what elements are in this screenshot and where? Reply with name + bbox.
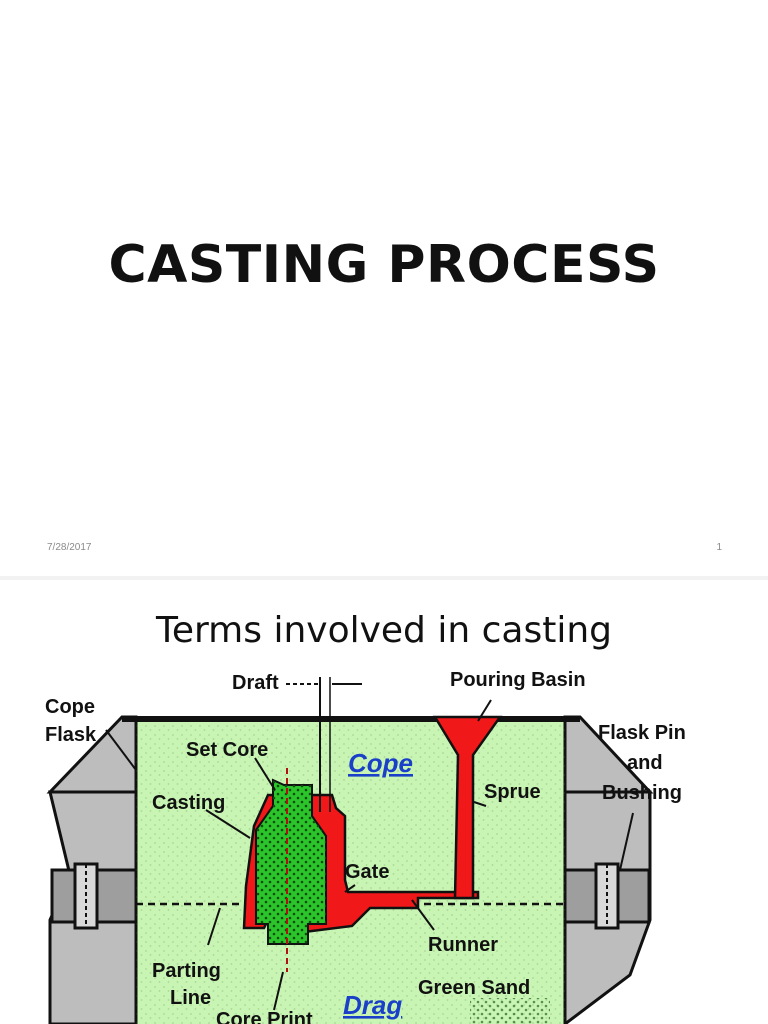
slide-page-number: 1 <box>716 542 722 553</box>
label-cope-flask-line1: Cope <box>45 696 95 718</box>
label-pouring-basin: Pouring Basin <box>450 669 586 691</box>
title-slide: CASTING PROCESS 7/28/2017 1 <box>47 235 722 553</box>
casting-diagram: Draft Pouring Basin Cope Flask Set Core … <box>45 669 686 1024</box>
slide-divider <box>0 576 768 580</box>
label-cope-flask-line2: Flask <box>45 724 97 746</box>
label-parting-line2: Line <box>170 987 211 1009</box>
slide-title: CASTING PROCESS <box>108 235 660 295</box>
slide-date: 7/28/2017 <box>47 542 92 553</box>
flask-left <box>46 715 138 1024</box>
label-flask-pin-line2: and <box>627 752 663 774</box>
flask-right <box>563 715 654 1024</box>
label-parting-line1: Parting <box>152 960 221 982</box>
label-sprue: Sprue <box>484 781 541 803</box>
label-gate: Gate <box>345 861 389 883</box>
label-drag: Drag <box>343 990 402 1020</box>
label-green-sand: Green Sand <box>418 977 530 999</box>
label-set-core: Set Core <box>186 739 268 761</box>
slide2-title: Terms involved in casting <box>155 610 612 651</box>
label-draft: Draft <box>232 672 279 694</box>
leader-lines <box>105 699 634 1011</box>
label-flask-pin-line3: Bushing <box>602 782 682 804</box>
label-runner: Runner <box>428 934 498 956</box>
draft-marker <box>286 677 362 812</box>
label-flask-pin-line1: Flask Pin <box>598 722 686 744</box>
label-casting: Casting <box>152 792 225 814</box>
label-cope: Cope <box>348 748 413 778</box>
terms-slide: Draft Pouring Basin Cope Flask Set Core … <box>0 580 768 1024</box>
set-core <box>255 768 327 972</box>
label-core-print: Core Print <box>216 1009 313 1024</box>
